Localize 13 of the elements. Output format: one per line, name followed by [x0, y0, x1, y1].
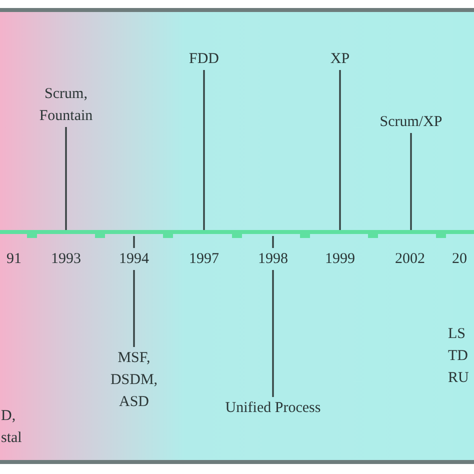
- leader-line: [410, 133, 412, 230]
- leader-line: [203, 70, 205, 230]
- method-label: LS TD RU: [448, 325, 470, 388]
- method-label: D, stal: [1, 407, 23, 448]
- leader-line: [339, 70, 341, 230]
- method-label: Scrum, Fountain: [38, 85, 94, 126]
- method-label: FDD: [188, 50, 219, 69]
- leader-line: [65, 127, 67, 230]
- method-label: XP: [330, 50, 350, 69]
- timeline-axis: [0, 230, 474, 239]
- method-label: Scrum/XP: [380, 113, 442, 132]
- method-label: Unified Process: [225, 399, 321, 418]
- method-label: MSF, DSDM, ASD: [109, 349, 159, 412]
